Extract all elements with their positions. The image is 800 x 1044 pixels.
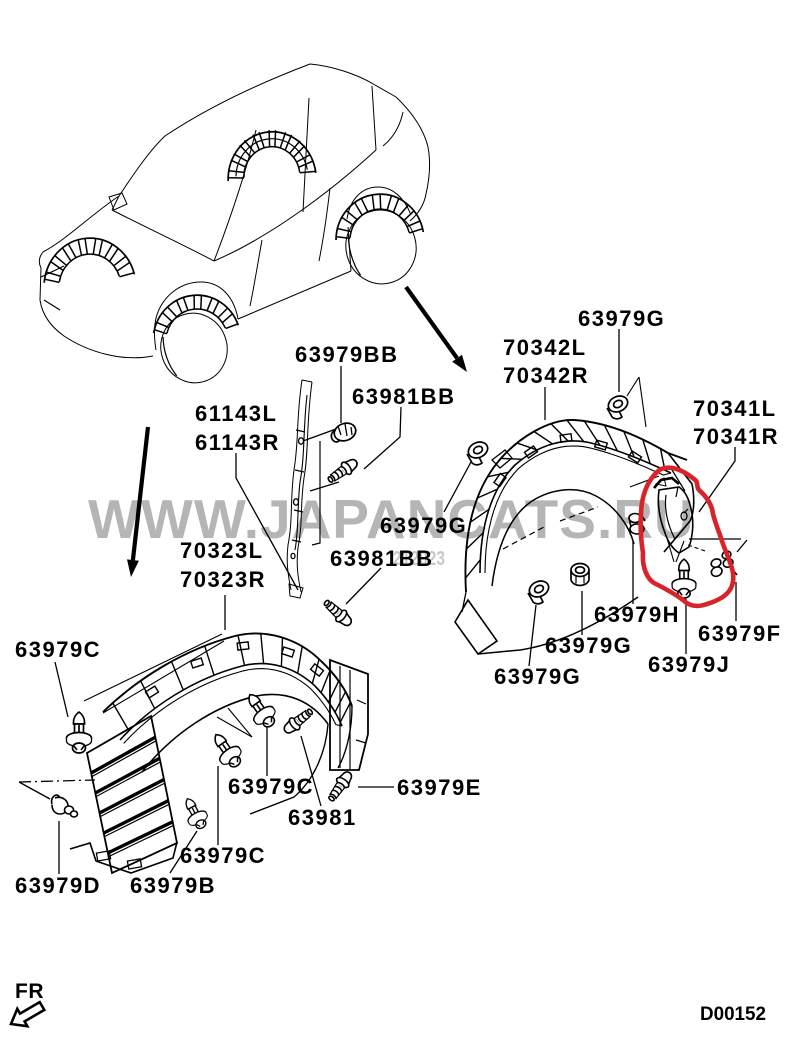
part-label-63979C-1: 63979C	[15, 637, 101, 662]
label-layer: 63979BB 63981BB 61143L 61143R 70342L 70342R 63…	[15, 306, 782, 1025]
fastener-clip-63979D	[49, 793, 79, 818]
rear-liner-drawing	[454, 419, 695, 656]
leader-lines	[18, 329, 748, 874]
part-label-63981BB-2: 63981BB	[330, 546, 433, 571]
fastener-clip-63979C-1	[65, 711, 93, 754]
pointer-arrow-front	[127, 426, 151, 577]
part-label-63979F: 63979F	[698, 621, 782, 646]
part-label-70323L: 70323L	[180, 538, 264, 563]
fastener-clip-63979C-3	[205, 727, 248, 773]
part-label-63979C-2: 63979C	[228, 774, 314, 799]
part-label-63979G-1: 63979G	[578, 306, 665, 331]
part-label-63981: 63981	[288, 805, 357, 830]
drawing-code: D00152	[700, 1004, 766, 1025]
part-label-63981BB-1: 63981BB	[352, 384, 455, 409]
part-label-63979D: 63979D	[15, 873, 101, 898]
part-label-63979H: 63979H	[594, 602, 680, 627]
side-protector-bracket-drawing	[286, 379, 313, 599]
part-label-63979J: 63979J	[648, 652, 730, 677]
part-label-63979C-3: 63979C	[180, 843, 266, 868]
fastener-screw-63979E	[323, 767, 357, 805]
part-label-61143R: 61143R	[195, 430, 280, 455]
front-direction-label: FR	[15, 980, 44, 1003]
red-highlight-circle	[638, 465, 736, 609]
part-label-63979B: 63979B	[130, 873, 216, 898]
part-label-70323R: 70323R	[180, 567, 266, 592]
part-label-63979BB-1: 63979BB	[295, 342, 398, 367]
part-label-70342L: 70342L	[503, 335, 587, 360]
fastener-grommet-63979G-4	[525, 577, 553, 605]
pointer-arrow-rear	[404, 285, 467, 372]
fastener-grommet-63979G-3	[570, 562, 590, 587]
fastener-bolt-63981	[280, 704, 317, 738]
fastener-grommet-63979G-1	[604, 392, 632, 420]
part-label-70341R: 70341R	[693, 424, 779, 449]
part-label-63979E: 63979E	[397, 775, 482, 800]
car-liner-hatching	[43, 130, 425, 335]
front-direction-arrow	[9, 1000, 47, 1028]
part-label-61143L: 61143L	[195, 401, 277, 426]
fastener-clip-63979B	[177, 793, 213, 834]
part-label-70342R: 70342R	[503, 363, 589, 388]
fastener-bolt-63981BB-2	[319, 595, 356, 631]
fastener-nut-63979BB	[329, 419, 360, 445]
part-label-63979G-2: 63979G	[380, 513, 467, 538]
stamp-number: 212023	[393, 548, 445, 570]
part-label-63979G-3: 63979G	[545, 633, 632, 658]
splash-shield-bracket-drawing	[629, 475, 694, 563]
fastener-bolt-63981BB-1	[324, 454, 362, 488]
part-label-70341L: 70341L	[693, 396, 777, 421]
vehicle-overview-drawing	[38, 63, 430, 384]
part-label-63979G-4: 63979G	[494, 664, 581, 689]
front-liner-drawing	[69, 632, 369, 875]
fastener-grommet-63979G-2	[464, 438, 492, 466]
watermark: WWW.JAPANCATS.RU	[88, 488, 695, 550]
